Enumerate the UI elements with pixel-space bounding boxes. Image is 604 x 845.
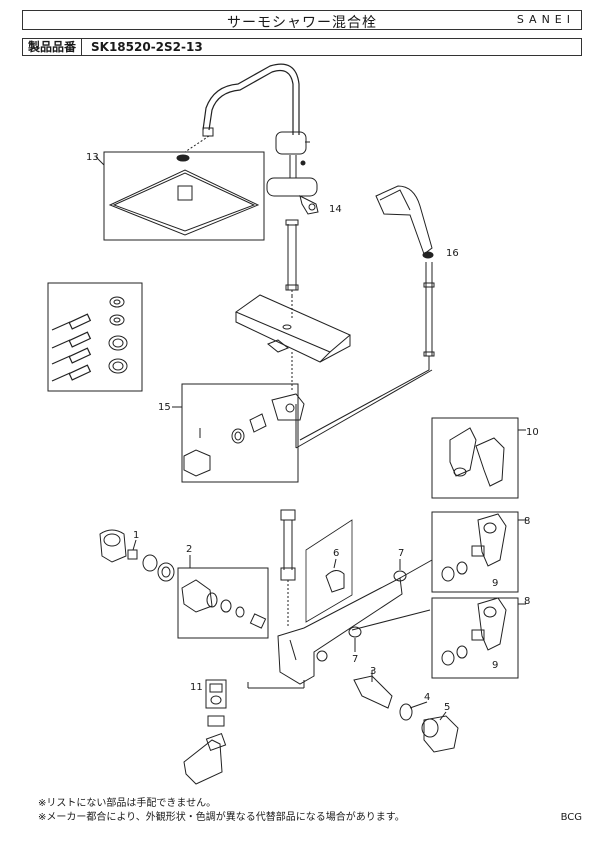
leader-lines bbox=[95, 156, 447, 721]
label-13: 14 bbox=[329, 204, 342, 215]
label-1: 1 bbox=[133, 530, 139, 541]
note-unlisted-parts: ※リストにない部品は手配できません。 bbox=[38, 798, 217, 809]
label-9a: 9 bbox=[492, 578, 498, 589]
label-7b: 7 bbox=[352, 654, 358, 665]
label-14: 15 bbox=[158, 402, 171, 413]
thermo-cartridge bbox=[177, 567, 269, 639]
elbow-part bbox=[305, 519, 353, 623]
packing-7-lower bbox=[348, 626, 362, 638]
label-15: 16 bbox=[446, 248, 459, 259]
product-code: SK18520-2S2-13 bbox=[91, 40, 203, 54]
label-10: 10 bbox=[526, 427, 539, 438]
label-6: 6 bbox=[333, 548, 339, 559]
spout-parts bbox=[183, 679, 227, 785]
handle-5 bbox=[421, 715, 459, 753]
check-valve-upper bbox=[431, 511, 526, 593]
footer-code: BCG bbox=[560, 812, 582, 823]
label-4: 4 bbox=[424, 692, 430, 703]
left-handle bbox=[99, 529, 175, 582]
title-bar: サーモシャワー混合栓 SANEI bbox=[22, 10, 582, 31]
diverter-assembly bbox=[181, 369, 433, 483]
label-12: 13 bbox=[86, 152, 99, 163]
hand-shower bbox=[375, 185, 434, 259]
label-11: 11 bbox=[190, 682, 203, 693]
label-9b: 9 bbox=[492, 660, 498, 671]
label-3: 3 bbox=[370, 666, 376, 677]
shelf bbox=[234, 294, 351, 392]
overhead-shower bbox=[103, 135, 265, 241]
wall-bracket bbox=[431, 417, 526, 499]
check-valve-lower bbox=[431, 597, 526, 679]
label-8b: 8 bbox=[524, 596, 530, 607]
lower-pipe bbox=[280, 509, 296, 626]
anchor-kit bbox=[47, 282, 143, 392]
label-7a: 7 bbox=[398, 548, 404, 559]
brand-logo: SANEI bbox=[516, 13, 575, 26]
product-row: 製品品番 SK18520-2S2-13 bbox=[22, 38, 582, 56]
page-title: サーモシャワー混合栓 bbox=[227, 15, 377, 31]
label-5: 5 bbox=[444, 702, 450, 713]
product-label: 製品品番 bbox=[23, 39, 82, 55]
shower-riser bbox=[202, 63, 319, 296]
label-8a: 8 bbox=[524, 516, 530, 527]
nut-4 bbox=[399, 703, 413, 721]
note-substitute-parts: ※メーカー都合により、外観形状・色調が異なる代替部品になる場合があります。 bbox=[38, 812, 405, 823]
part-labels: 13 14 16 15 10 1 2 6 7 8 9 8 7 9 3 11 4 … bbox=[86, 152, 539, 713]
label-2: 2 bbox=[186, 544, 192, 555]
packing-7-upper bbox=[393, 570, 407, 582]
mixer-body bbox=[247, 559, 433, 689]
shower-hose bbox=[299, 262, 435, 441]
